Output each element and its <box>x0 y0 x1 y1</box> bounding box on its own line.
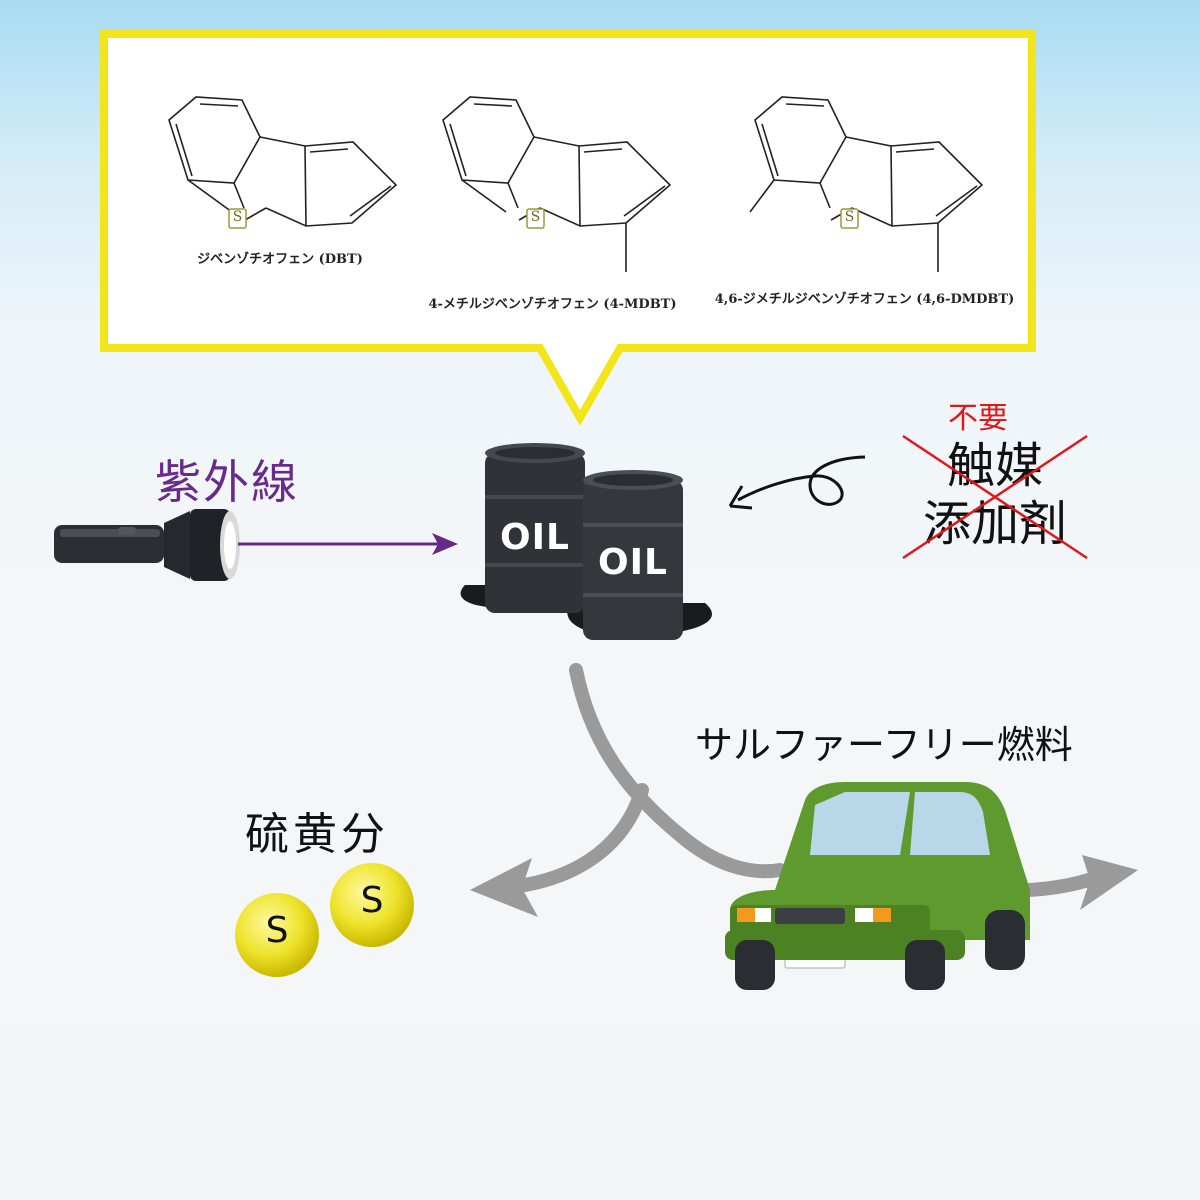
oil-barrels-icon <box>460 443 712 640</box>
molecule-dbt <box>168 96 398 229</box>
sulfur-balls-icon <box>235 863 414 977</box>
callout-box <box>100 30 1036 427</box>
oil-barrel-label-1: OIL <box>500 517 570 558</box>
oil-barrel-label-2: OIL <box>598 542 668 583</box>
molecule-dbt-label: ジベンゾチオフェン (DBT) <box>197 252 363 267</box>
molecule-4-mdbt-atom: S <box>530 209 541 225</box>
uv-arrow <box>238 533 458 555</box>
additive-label: 添加剤 <box>922 496 1067 552</box>
molecule-4-mdbt <box>442 96 672 272</box>
molecule-dbt-atom: S <box>232 209 243 225</box>
sulfur-label: 硫黄分 <box>245 809 389 860</box>
loop-arrow <box>728 455 866 510</box>
catalyst-label: 触媒 <box>946 438 1043 494</box>
cross-mark <box>902 434 1088 560</box>
molecule-4-6-dmdbt-atom: S <box>844 209 855 225</box>
struck-items: 触媒 添加剤 <box>905 437 1085 553</box>
molecule-4-mdbt-label: 4-メチルジベンゾチオフェン (4-MDBT) <box>428 297 677 312</box>
sulfur-ball-2-label: S <box>360 880 384 921</box>
fuel-label: サルファーフリー燃料 <box>695 723 1073 767</box>
car-icon <box>725 782 1030 990</box>
molecule-4-6-dmdbt-label: 4,6-ジメチルジベンゾチオフェン (4,6-DMDBT) <box>714 292 1015 307</box>
sulfur-ball-1-label: S <box>265 910 289 951</box>
flashlight-icon <box>54 509 240 581</box>
uv-label: 紫外線 <box>155 455 299 509</box>
unneeded-label: 不要 <box>948 401 1008 436</box>
molecule-4-6-dmdbt <box>749 96 984 272</box>
